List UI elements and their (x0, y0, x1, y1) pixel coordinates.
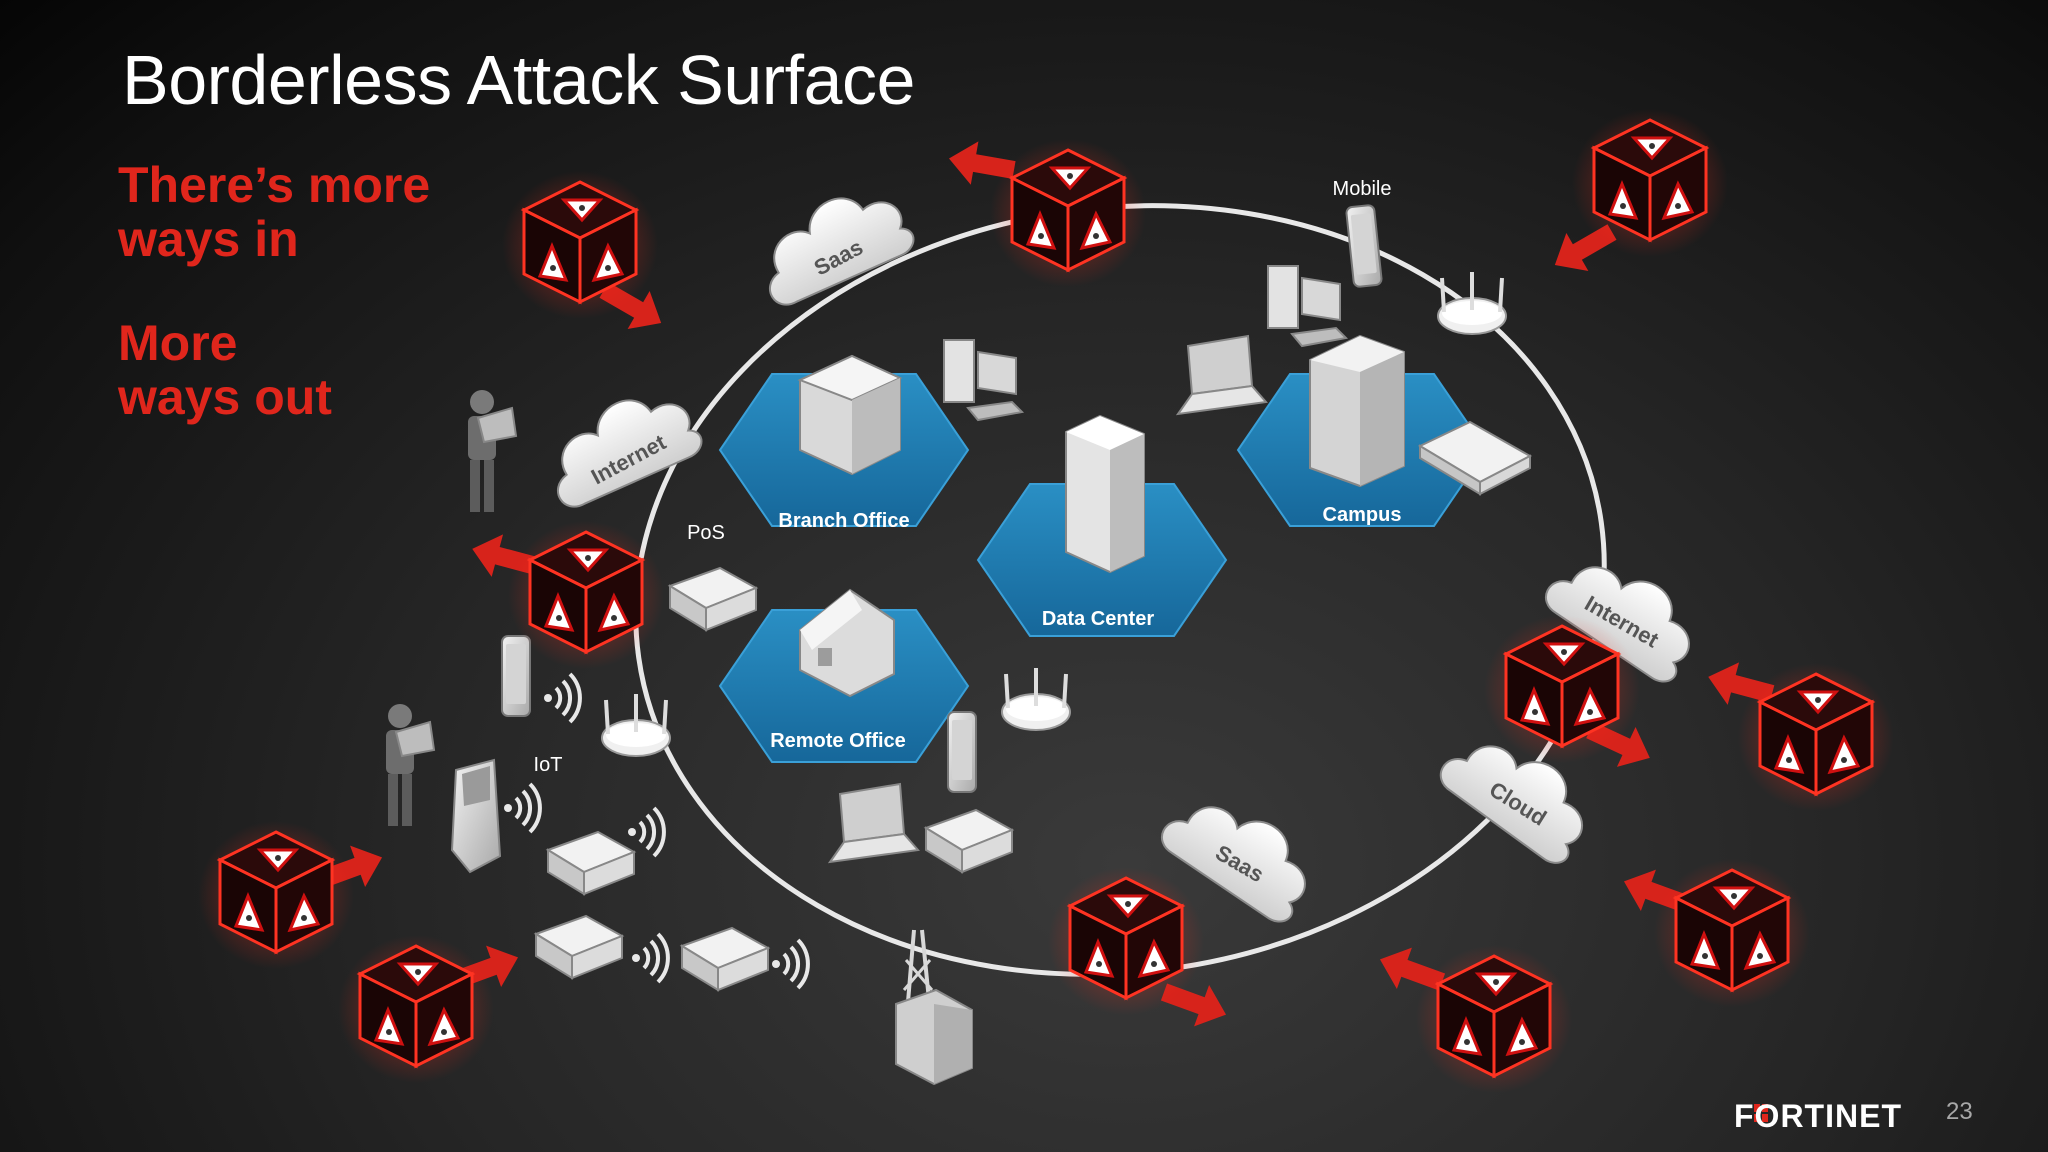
printer-icon (925, 809, 1013, 873)
threat-cube-icon (1736, 661, 1896, 813)
wifi-signal-icon (626, 806, 666, 858)
cash-register-icon (547, 831, 635, 895)
device-label-mobile: Mobile (1332, 178, 1392, 200)
mobile-phone-icon (501, 635, 531, 717)
threat-cube-icon (500, 169, 660, 321)
wifi-signal-icon (630, 932, 670, 984)
threat-cube-icon (988, 137, 1148, 289)
threat-cube-icon (1482, 613, 1642, 765)
device-label-pos: PoS (687, 522, 725, 544)
tagline-in-line1: There’s more (118, 157, 431, 213)
branch-office-building-icon (797, 354, 903, 476)
threat-cube-icon (506, 519, 666, 671)
desktop-pc-icon (1267, 265, 1347, 347)
cell-tower-icon (895, 929, 973, 1086)
tagline-out-line1: More (118, 315, 238, 371)
access-point-icon (1436, 270, 1508, 336)
laptop-icon (1177, 335, 1267, 415)
page-number: 23 (1946, 1098, 1973, 1125)
wifi-signal-icon (542, 672, 582, 724)
fax-machine-icon (535, 915, 623, 979)
pos-terminal-icon (669, 567, 757, 631)
hex-label-campus: Campus (1322, 504, 1402, 526)
laptop-icon (829, 783, 919, 863)
tagline-out-line2: ways out (118, 369, 332, 425)
card-reader-icon (681, 927, 769, 991)
fortinet-logo-icon (1754, 1104, 1768, 1122)
threat-cube-icon (1414, 943, 1574, 1095)
kiosk-icon (450, 758, 502, 874)
person-with-laptop-icon (385, 703, 435, 827)
desktop-pc-icon (943, 339, 1023, 421)
device-label-iot: IoT (533, 754, 563, 776)
hex-label-branch-office: Branch Office (778, 510, 910, 532)
threat-cube-icon (196, 819, 356, 971)
tagline-in-line2: ways in (118, 211, 299, 267)
campus-building-icon (1309, 334, 1405, 488)
threat-cube-icon (336, 933, 496, 1085)
remote-office-house-icon (799, 588, 895, 698)
server-appliance-icon (1417, 420, 1533, 496)
data-center-tower-icon (1065, 414, 1145, 574)
access-point-icon (1000, 666, 1072, 732)
hex-label-data-center: Data Center (1041, 608, 1155, 630)
threat-cube-icon (1046, 865, 1206, 1017)
fortinet-logo-text: FORTINET (1734, 1098, 1902, 1134)
slide-title: Borderless Attack Surface (122, 41, 915, 119)
person-with-laptop-icon (467, 389, 517, 513)
threat-cube-icon (1570, 107, 1730, 259)
mobile-phone-icon (947, 711, 977, 793)
mobile-phone-icon (1344, 203, 1384, 289)
wifi-signal-icon (502, 782, 542, 834)
internet-cloud-left-icon (531, 374, 708, 521)
threat-cube-icon (1652, 857, 1812, 1009)
wifi-signal-icon (770, 938, 810, 990)
access-point-icon (600, 692, 672, 758)
hex-label-remote-office: Remote Office (770, 730, 906, 752)
